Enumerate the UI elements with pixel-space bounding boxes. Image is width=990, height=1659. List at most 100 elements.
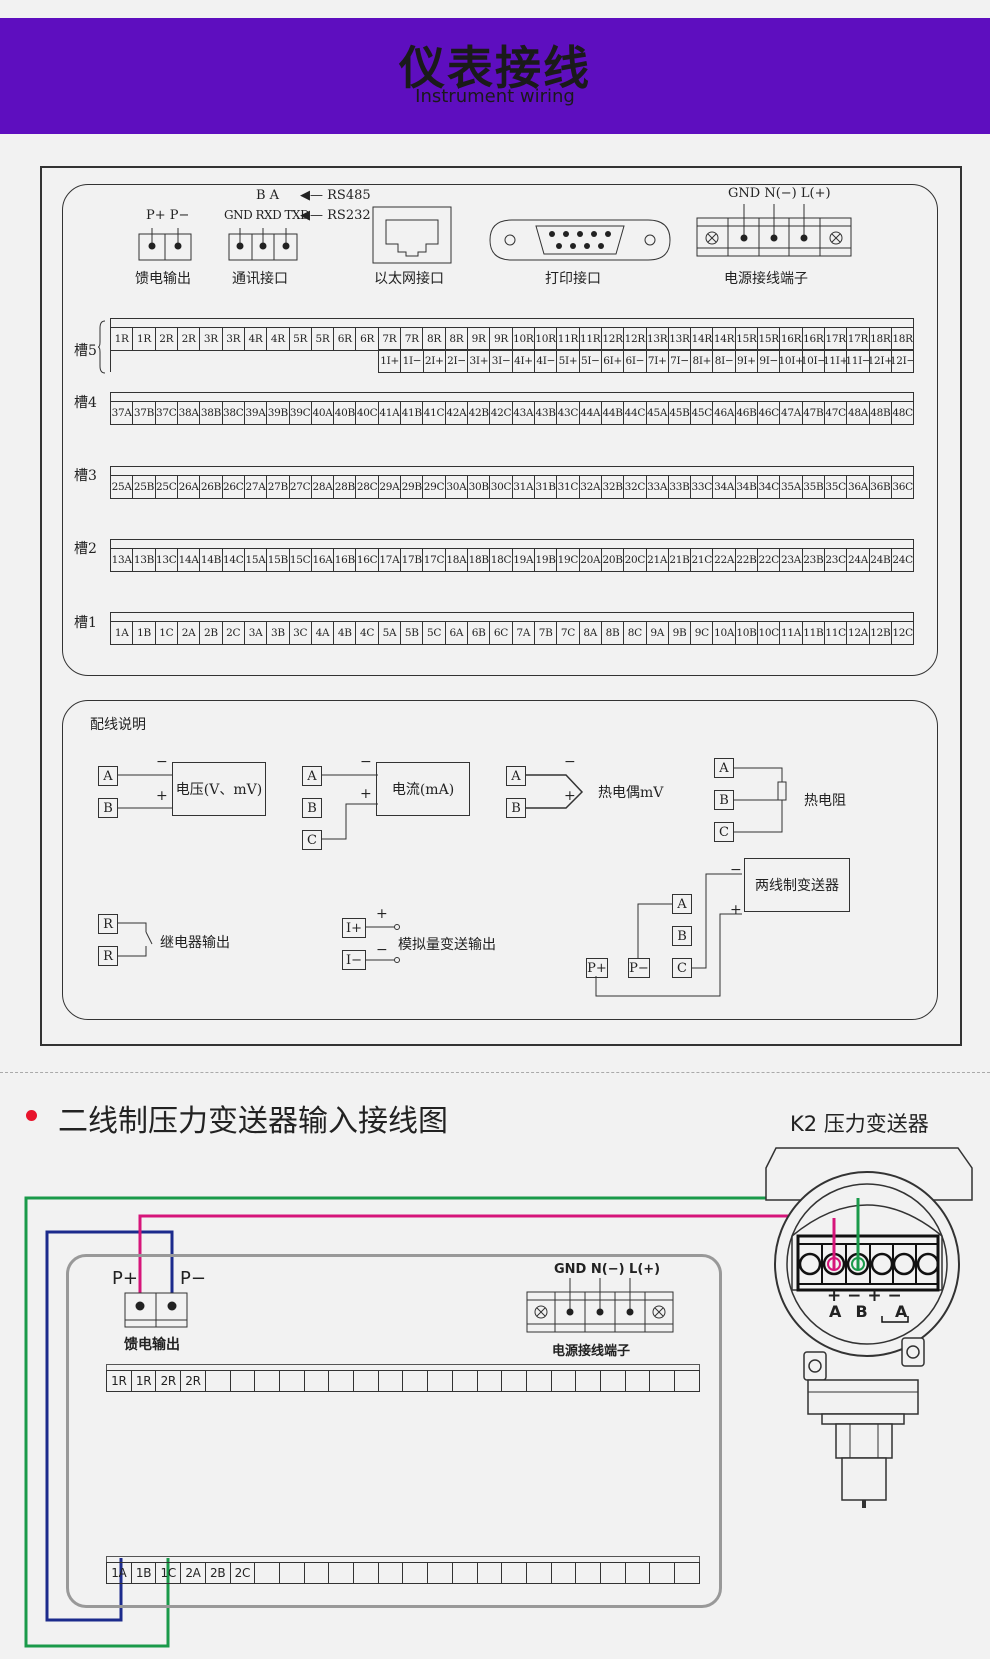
terminal-cell: 17R — [847, 328, 870, 350]
terminal-cell: 10B — [736, 622, 759, 644]
rtd-terminal-c: C — [714, 822, 734, 842]
terminal-cell: 8R — [446, 328, 468, 350]
tw-terminal-p-plus: P+ — [586, 958, 608, 978]
slot2-label: 槽2 — [74, 541, 97, 557]
terminal-cell: 7A — [513, 622, 535, 644]
terminal-cell: 41C — [423, 402, 446, 424]
terminal-cell: 6R — [356, 328, 379, 350]
terminal-cell: 42A — [446, 402, 468, 424]
terminal-cell: 48C — [892, 407, 913, 419]
tc-minus: − — [564, 754, 576, 770]
terminal-cell: 13A — [111, 549, 134, 571]
rtd-label: 热电阻 — [804, 793, 846, 809]
terminal-cell: 15R — [736, 328, 759, 350]
power-terminal-icon — [696, 204, 852, 257]
terminal-cell: 4I+ — [513, 350, 536, 372]
terminal-cell: 26B — [200, 476, 223, 498]
terminal-cell: 31C — [557, 476, 580, 498]
terminal-cell: 23A — [780, 549, 803, 571]
terminal-cell: 3I+ — [468, 350, 491, 372]
terminal-cell: 2B — [206, 1563, 231, 1583]
terminal-cell: 5A — [379, 622, 402, 644]
terminal-cell: 27A — [245, 476, 268, 498]
terminal-cell — [403, 1371, 429, 1391]
terminal-cell — [527, 1371, 552, 1391]
terminal-cell: 12B — [870, 622, 892, 644]
terminal-cell: 17B — [401, 549, 424, 571]
terminal-cell — [453, 1371, 478, 1391]
terminal-cell: 6B — [468, 622, 491, 644]
print-port-icon[interactable] — [488, 218, 672, 262]
terminal-cell — [601, 1371, 626, 1391]
tw-plus: + — [730, 902, 742, 918]
ethernet-port-icon[interactable] — [372, 206, 452, 264]
terminal-cell: 18R — [892, 333, 913, 345]
terminal-cell: 7C — [557, 622, 580, 644]
analog-minus: − — [376, 942, 388, 958]
terminal-cell: 18C — [490, 549, 513, 571]
terminal-cell: 2I− — [446, 350, 469, 372]
voltage-wires — [118, 774, 172, 809]
terminal-cell: 7I+ — [647, 350, 669, 372]
terminal-cell: 28A — [312, 476, 335, 498]
terminal-cell: 10R — [535, 328, 558, 350]
terminal-cell: 9I+ — [736, 350, 759, 372]
terminal-cell: 3C — [290, 622, 312, 644]
terminal-cell: 11C — [825, 622, 848, 644]
terminal-cell: 9R — [468, 328, 491, 350]
terminal-cell: 5B — [401, 622, 424, 644]
rtd-terminal-b: B — [714, 790, 734, 810]
voltage-plus: + — [156, 788, 168, 804]
terminal-cell: 4B — [334, 622, 357, 644]
terminal-cell: 13B — [133, 549, 156, 571]
terminal-cell: 5C — [423, 622, 446, 644]
current-plus: + — [360, 786, 372, 802]
analog-terminal-plus: I+ — [342, 918, 366, 938]
s2-power-terminal-icon — [526, 1278, 674, 1333]
s2-feed-p-plus: P+ — [112, 1268, 138, 1289]
terminal-cell: 7I− — [669, 350, 692, 372]
terminal-cell: 4C — [356, 622, 379, 644]
terminal-cell: 4R — [245, 328, 268, 350]
terminal-cell: 1R — [107, 1371, 132, 1391]
terminal-cell: 47B — [803, 402, 825, 424]
terminal-cell: 16A — [312, 549, 335, 571]
tw-minus: − — [730, 862, 742, 878]
terminal-cell: 11I− — [847, 350, 870, 372]
terminal-cell: 26A — [178, 476, 201, 498]
terminal-cell: 31B — [535, 476, 558, 498]
terminal-cell: 26C — [223, 476, 245, 498]
terminal-cell: 25B — [133, 476, 156, 498]
terminal-cell: 9I− — [758, 350, 781, 372]
tx-terminal-labels: A B A — [829, 1302, 909, 1321]
terminal-cell: 33C — [691, 476, 714, 498]
terminal-cell: 25A — [111, 476, 134, 498]
terminal-cell: 11A — [780, 622, 803, 644]
s2-feed-p-minus: P− — [180, 1268, 206, 1289]
terminal-cell — [478, 1371, 503, 1391]
terminal-cell: 6A — [446, 622, 468, 644]
tx-signs: + − + − — [827, 1286, 902, 1306]
analog-wires — [366, 924, 400, 963]
terminal-cell — [305, 1371, 330, 1391]
terminal-cell: 1R — [132, 1371, 157, 1391]
slot3-label: 槽3 — [74, 468, 97, 484]
terminal-cell — [428, 1563, 453, 1583]
current-minus: − — [360, 754, 372, 770]
terminal-cell — [206, 1371, 231, 1391]
terminal-cell: 45B — [669, 402, 692, 424]
terminal-cell: 24B — [870, 549, 892, 571]
terminal-cell — [601, 1563, 626, 1583]
terminal-cell: 5R — [312, 328, 335, 350]
terminal-cell: 27B — [267, 476, 290, 498]
slot5-label: 槽5 — [74, 343, 97, 359]
terminal-cell: 6I− — [624, 350, 647, 372]
s2-power-caption: 电源接线端子 — [552, 1344, 631, 1359]
terminal-cell: 43A — [513, 402, 535, 424]
terminal-cell: 40B — [334, 402, 357, 424]
terminal-cell: 23B — [803, 549, 825, 571]
terminal-cell: 22C — [758, 549, 781, 571]
terminal-cell: 34C — [758, 476, 781, 498]
terminal-cell — [576, 1371, 602, 1391]
